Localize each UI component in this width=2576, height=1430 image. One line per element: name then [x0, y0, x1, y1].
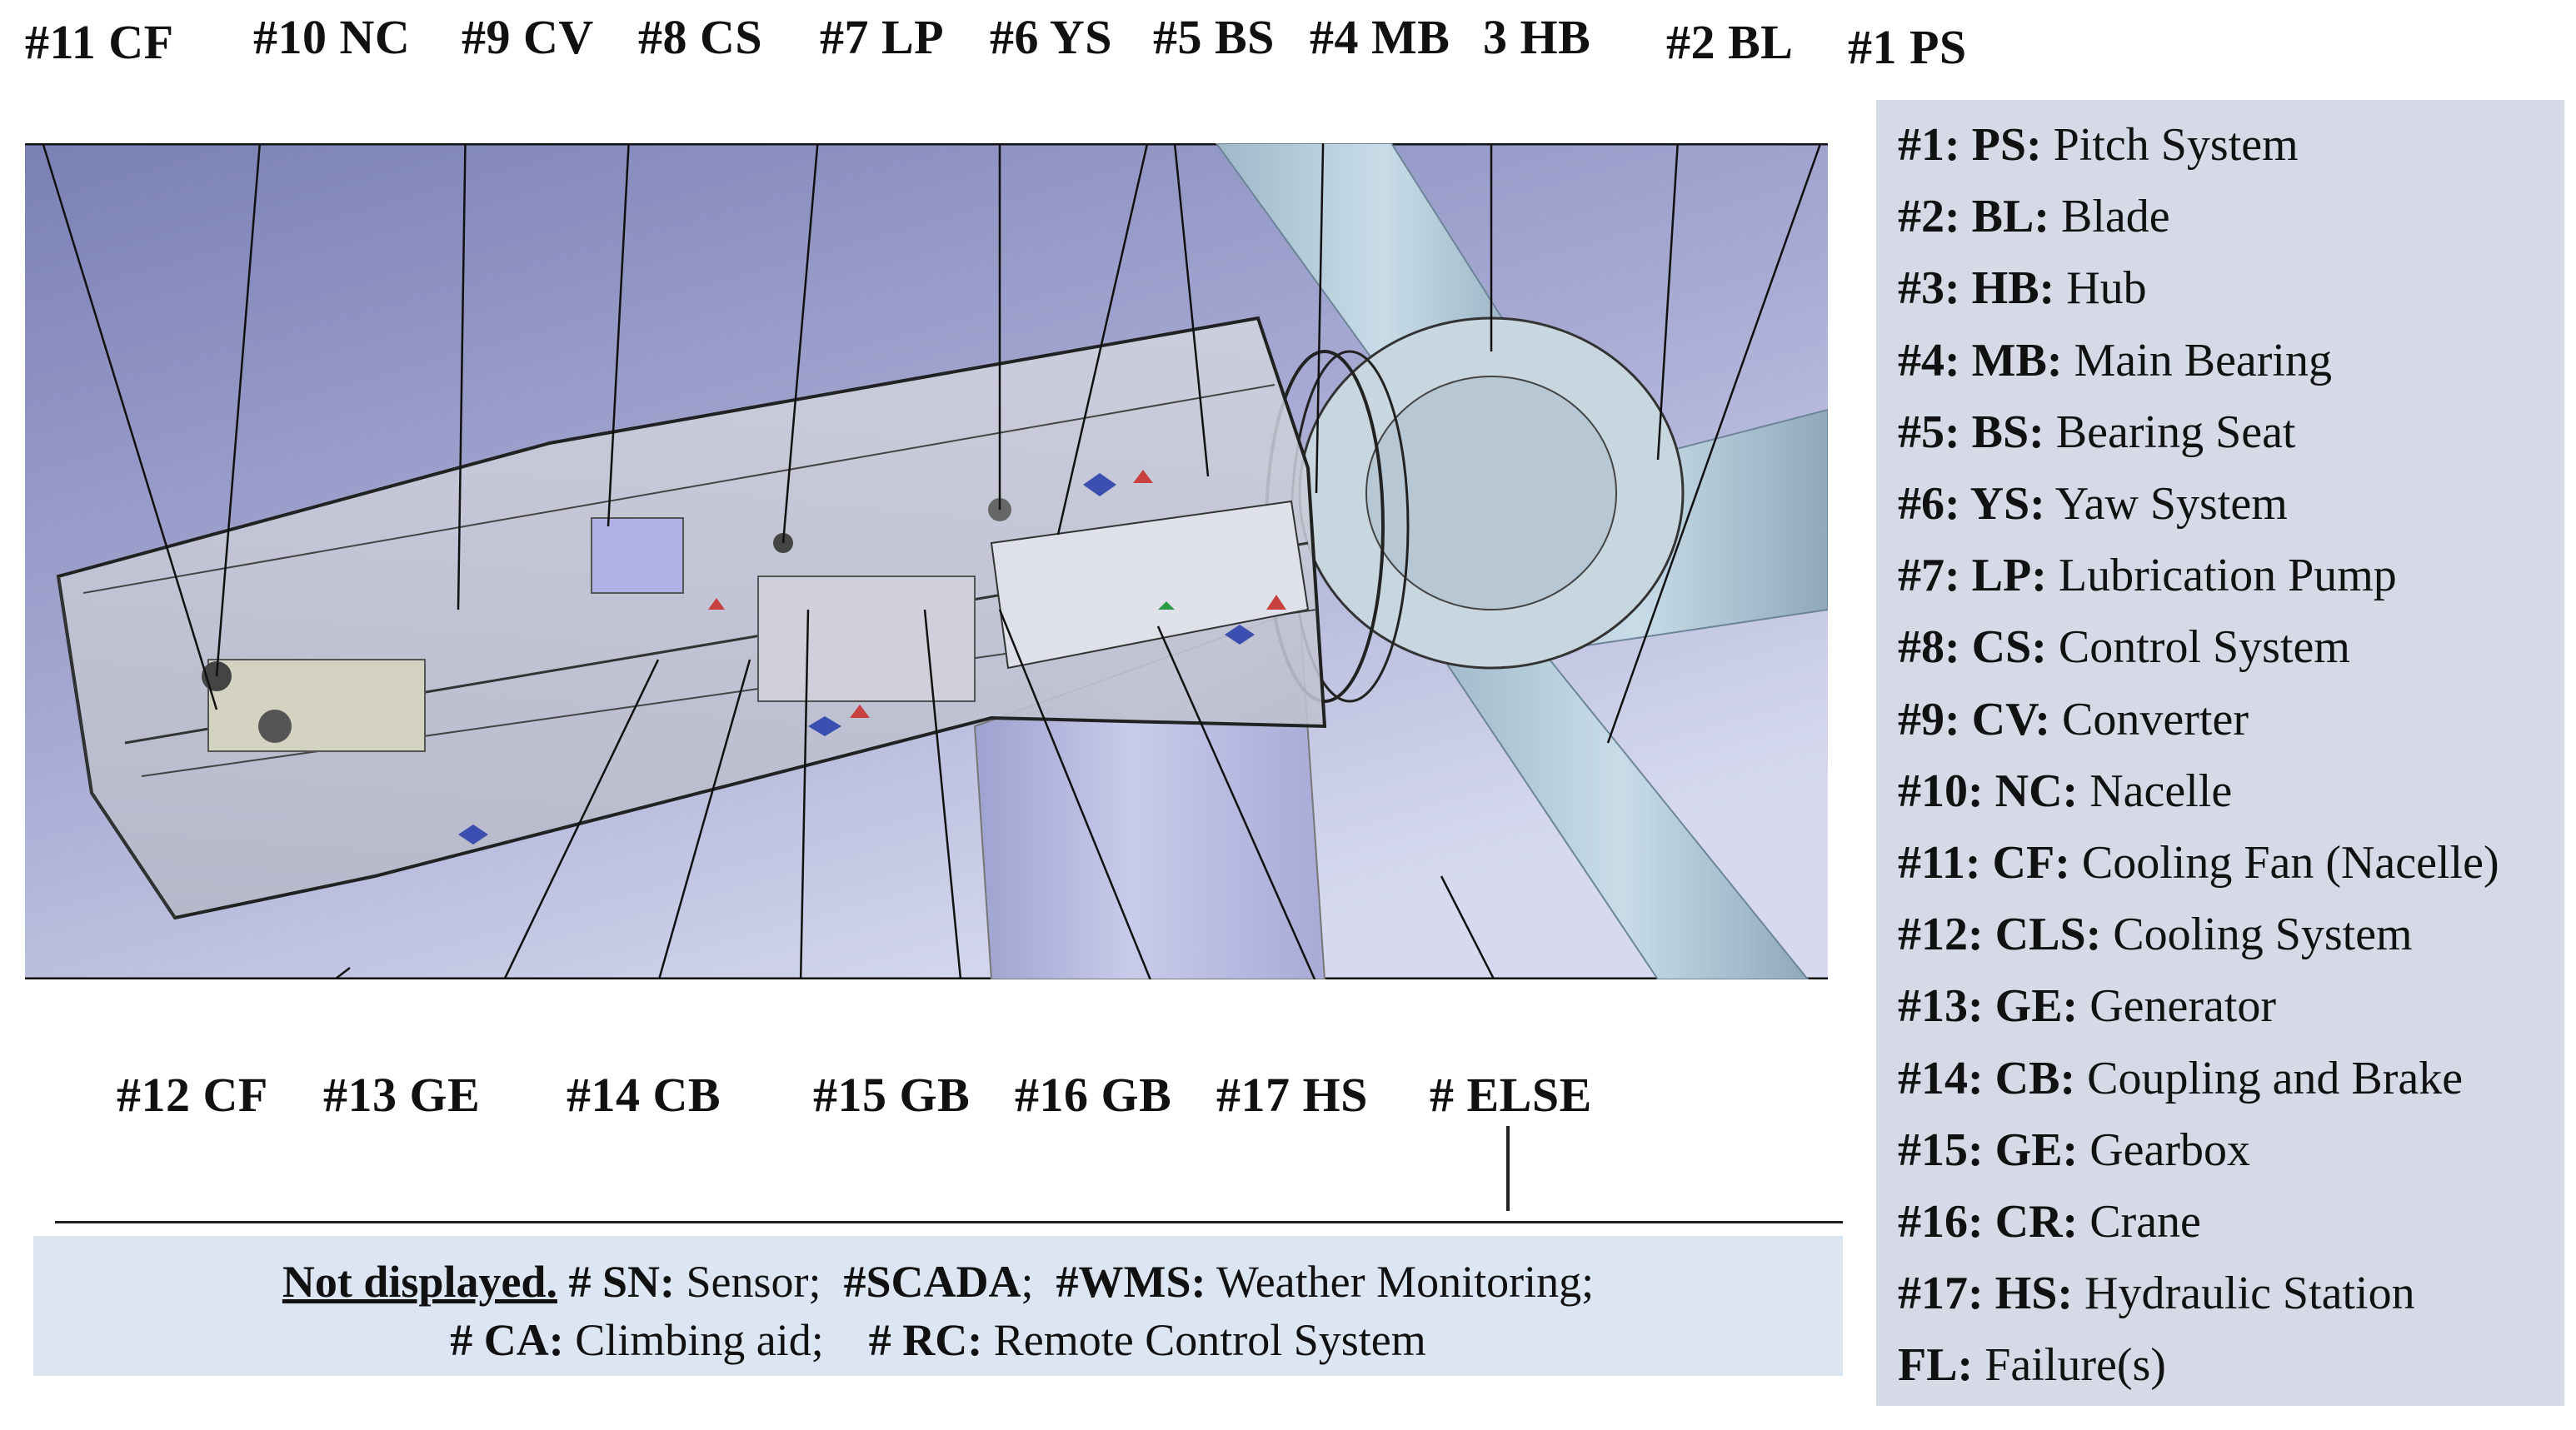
legend-text: Cooling System [2113, 909, 2413, 961]
legend-text: Bearing Seat [2055, 406, 2296, 458]
control-cabinet [591, 517, 684, 594]
generator-block [757, 575, 976, 702]
legend-text: Cooling Fan (Nacelle) [2081, 837, 2499, 889]
legend-row: #8: CS: Control System [1898, 624, 2350, 670]
legend-text: Failure(s) [1984, 1339, 2166, 1392]
legend-text: Crane [2089, 1196, 2201, 1248]
note-wms-text: Weather Monitoring; [1216, 1257, 1595, 1307]
label-else: # ELSE [1430, 1068, 1592, 1122]
legend-code: #13: GE: [1898, 980, 2079, 1033]
label-5-bs: #5 BS [1153, 10, 1275, 64]
legend-code: #3: HB: [1898, 262, 2055, 315]
legend-text: Gearbox [2089, 1124, 2251, 1176]
legend-row: #3: HB: Hub [1898, 265, 2147, 311]
note-ca-text: Climbing aid; [575, 1315, 824, 1365]
label-2-bl: #2 BL [1666, 15, 1794, 69]
legend-code: #8: CS: [1898, 621, 2047, 674]
label-3-hb: 3 HB [1483, 10, 1591, 64]
else-connector [1506, 1126, 1510, 1211]
legend-row: #14: CB: Coupling and Brake [1898, 1055, 2463, 1102]
legend-row: #13: GE: Generator [1898, 983, 2276, 1029]
legend-row: #2: BL: Blade [1898, 193, 2170, 240]
legend-row: #9: CV: Converter [1898, 696, 2249, 743]
legend-code: #2: BL: [1898, 191, 2049, 243]
label-17-hs: #17 HS [1216, 1068, 1368, 1122]
note-ca-code: # CA: [450, 1315, 564, 1365]
legend-text: Nacelle [2089, 765, 2233, 817]
legend-text: Main Bearing [2074, 334, 2332, 386]
legend-code: #10: NC: [1898, 765, 2079, 817]
not-displayed-note: Not displayed. # SN: Sensor; #SCADA; #WM… [33, 1236, 1843, 1376]
legend-code: #5: BS: [1898, 406, 2044, 458]
note-divider [55, 1221, 1843, 1223]
legend-code: #14: CB: [1898, 1052, 2076, 1104]
label-4-mb: #4 MB [1310, 10, 1450, 64]
label-9-cv: #9 CV [462, 10, 594, 64]
legend-row: #17: HS: Hydraulic Station [1898, 1270, 2415, 1317]
note-scada: #SCADA [843, 1257, 1021, 1307]
label-10-nc: #10 NC [253, 10, 411, 64]
legend-row: #5: BS: Bearing Seat [1898, 409, 2295, 456]
legend-text: Coupling and Brake [2087, 1052, 2464, 1104]
legend-code: #15: GE: [1898, 1124, 2079, 1176]
label-15-gb: #15 GB [813, 1068, 971, 1122]
legend-code: #12: CLS: [1898, 909, 2102, 961]
legend-row: #6: YS: Yaw System [1898, 481, 2288, 527]
note-rc-text: Remote Control System [993, 1315, 1426, 1365]
legend-text: Lubrication Pump [2058, 550, 2397, 602]
label-7-lp: #7 LP [820, 10, 945, 64]
note-sn-text: Sensor; [686, 1257, 821, 1307]
legend-text: Hub [2066, 262, 2147, 315]
note-scada-sep: ; [1021, 1257, 1034, 1307]
legend-text: Control System [2058, 621, 2350, 674]
note-rc-code: # RC: [868, 1315, 983, 1365]
note-heading: Not displayed. [282, 1257, 557, 1307]
converter-block [207, 659, 426, 752]
legend-code: FL: [1898, 1339, 1974, 1392]
legend-text: Hydraulic Station [2084, 1268, 2415, 1320]
legend-row: #4: MB: Main Bearing [1898, 337, 2332, 384]
legend-row: #15: GE: Gearbox [1898, 1127, 2250, 1173]
note-sn-code: # SN: [568, 1257, 675, 1307]
label-6-ys: #6 YS [990, 10, 1112, 64]
label-12-cf: #12 CF [117, 1068, 268, 1122]
legend-row: FL: Failure(s) [1898, 1342, 2166, 1388]
legend-text: Pitch System [2053, 119, 2299, 171]
drivetrain [990, 500, 1310, 670]
legend-code: #7: LP: [1898, 550, 2047, 602]
label-11-cf: #11 CF [25, 15, 174, 69]
bottom-leader-lines [332, 609, 1495, 979]
note-wms-code: #WMS: [1056, 1257, 1206, 1307]
legend-code: #17: HS: [1898, 1268, 2073, 1320]
legend-row: #1: PS: Pitch System [1898, 122, 2299, 168]
note-line-1: Not displayed. # SN: Sensor; #SCADA; #WM… [33, 1259, 1843, 1304]
note-line-2: # CA: Climbing aid; # RC: Remote Control… [33, 1318, 1843, 1363]
legend-code: #6: YS: [1898, 478, 2045, 530]
legend-row: #7: LP: Lubrication Pump [1898, 552, 2397, 599]
legend-code: #11: CF: [1898, 837, 2070, 889]
legend-code: #16: CR: [1898, 1196, 2079, 1248]
legend-row: #11: CF: Cooling Fan (Nacelle) [1898, 840, 2499, 886]
legend-row: #10: NC: Nacelle [1898, 768, 2232, 815]
legend-text: Generator [2089, 980, 2277, 1033]
turbine-nacelle-illustration [25, 143, 1828, 979]
legend-code: #4: MB: [1898, 334, 2063, 386]
label-1-ps: #1 PS [1848, 20, 1967, 74]
legend-panel: #1: PS: Pitch System#2: BL: Blade#3: HB:… [1876, 100, 2564, 1406]
label-14-cb: #14 CB [567, 1068, 721, 1122]
legend-code: #9: CV: [1898, 693, 2051, 745]
leader-lines [42, 143, 1822, 744]
legend-text: Converter [2062, 693, 2249, 745]
label-8-cs: #8 CS [638, 10, 763, 64]
legend-row: #12: CLS: Cooling System [1898, 911, 2413, 958]
legend-text: Yaw System [2054, 478, 2288, 530]
legend-text: Blade [2061, 191, 2170, 243]
legend-row: #16: CR: Crane [1898, 1198, 2201, 1245]
label-13-ge: #13 GE [323, 1068, 481, 1122]
label-16-gb: #16 GB [1015, 1068, 1172, 1122]
legend-code: #1: PS: [1898, 119, 2042, 171]
